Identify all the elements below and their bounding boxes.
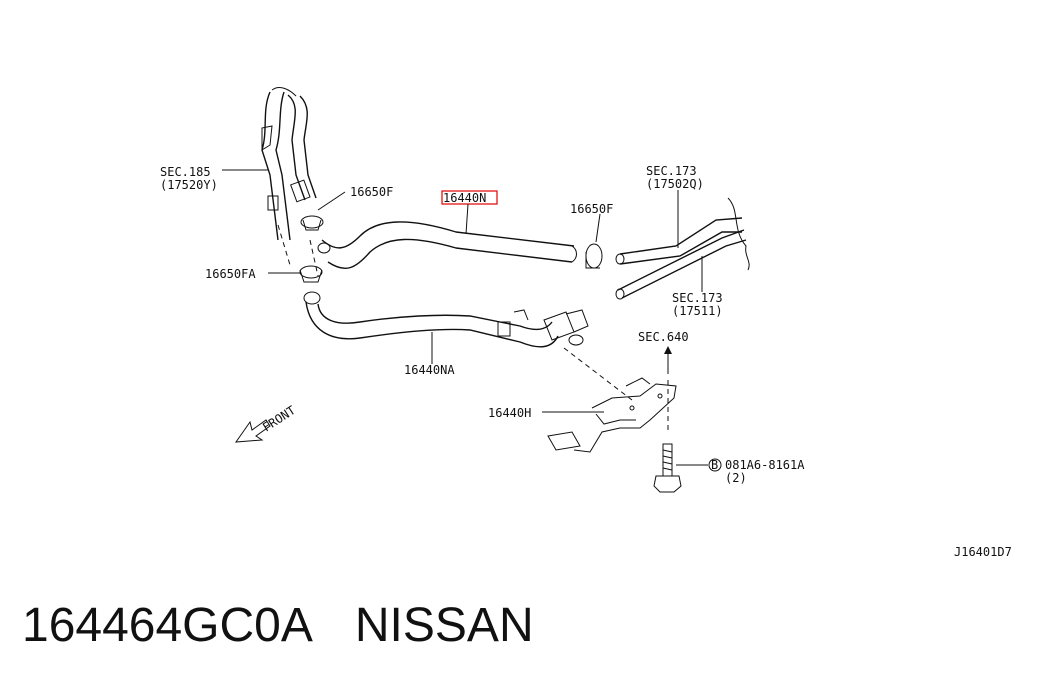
- hose-16440na-label: 16440NA: [404, 363, 455, 377]
- bracket-16440h: [547, 377, 677, 453]
- bolt-part-label: 081A6-8161A: [725, 458, 805, 472]
- clamp-16650f-left-label: 16650F: [350, 185, 393, 199]
- hose-16440n: [317, 221, 577, 270]
- bolt-icon: [653, 443, 682, 493]
- sec640-label: SEC.640: [638, 330, 689, 344]
- sec173-pipes: [615, 197, 750, 300]
- diagram-id: J16401D7: [954, 545, 1012, 559]
- footer: 164464GC0A NISSAN: [22, 598, 534, 653]
- hose-16440n-label: 16440N: [443, 191, 486, 205]
- clamp-16650f-left: [300, 215, 324, 231]
- clamp-16650fa-label: 16650FA: [205, 267, 256, 281]
- sec173-bottom-label: SEC.173: [672, 291, 723, 305]
- sec185-pipe: [261, 87, 317, 241]
- bolt-marker-label: B: [711, 458, 718, 472]
- sec173-top-sub-label: (17502Q): [646, 177, 704, 191]
- sec640-arrow: [664, 346, 672, 374]
- sec173-bottom-sub-label: (17511): [672, 304, 723, 318]
- sec185-sub-label: (17520Y): [160, 178, 218, 192]
- sec185-label: SEC.185: [160, 165, 211, 179]
- clamp-16650fa: [299, 265, 323, 283]
- sec173-top-label: SEC.173: [646, 164, 697, 178]
- part-number: 164464GC0A: [22, 599, 313, 652]
- hose-16440na: [303, 291, 589, 348]
- bracket-16440h-label: 16440H: [488, 406, 531, 420]
- clamp-16650f-right: [585, 243, 603, 269]
- hose-16440n-highlight: [441, 190, 498, 205]
- brand-name: NISSAN: [354, 599, 534, 652]
- clamp-16650f-right-label: 16650F: [570, 202, 613, 216]
- bolt-qty-label: (2): [725, 471, 747, 485]
- front-label: FRONT: [260, 403, 298, 434]
- bolt-marker-icon: [708, 458, 722, 472]
- front-arrow-icon: [234, 419, 271, 443]
